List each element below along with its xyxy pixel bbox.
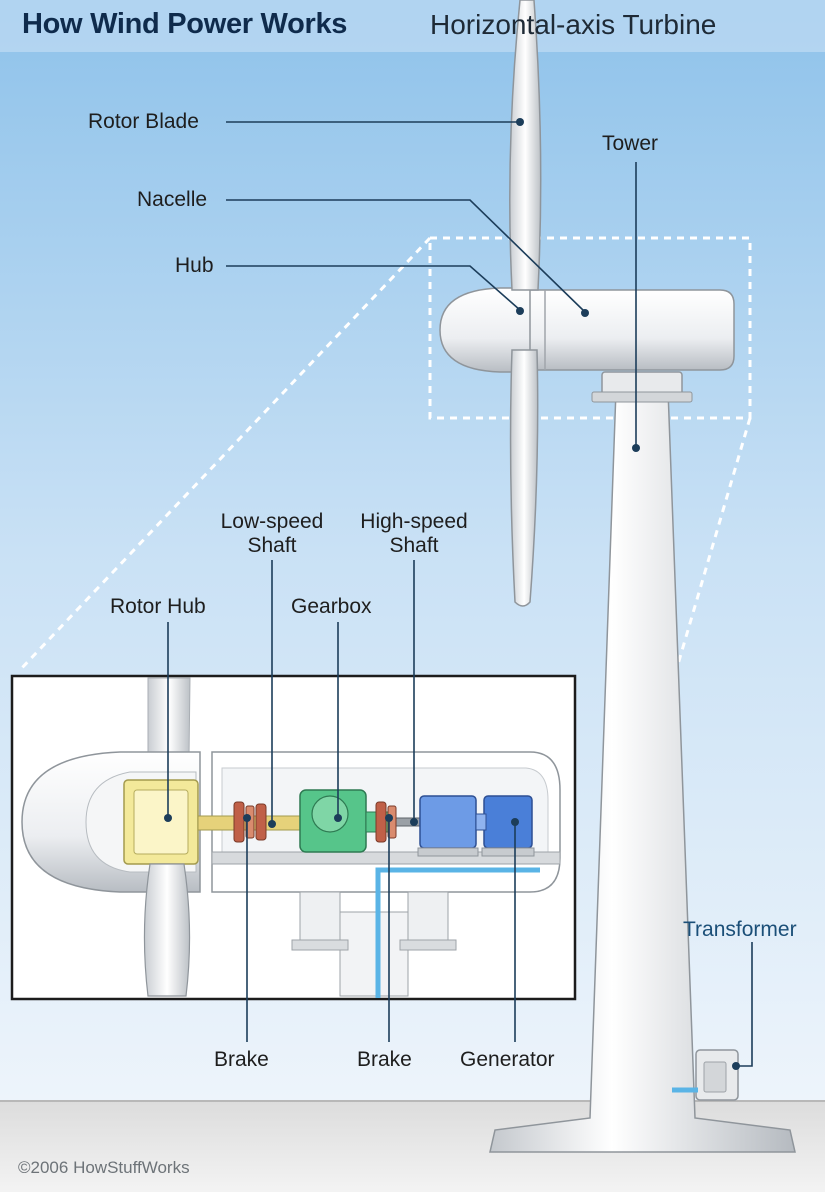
leader-dots-inset [164,814,519,828]
page-title: How Wind Power Works [22,8,348,40]
label-gearbox: Gearbox [291,595,372,618]
label-hub: Hub [175,254,214,277]
leader-dots-top [516,118,640,452]
label-low-speed-shaft: Low-speed Shaft [210,510,334,558]
nacelle-body [519,289,735,371]
label-generator: Generator [460,1048,555,1071]
label-low-speed-shaft-line2: Shaft [247,534,297,557]
label-rotor-hub: Rotor Hub [110,595,206,618]
zoom-callout [18,236,752,761]
leader-lines-inset [167,560,516,1042]
hub-nose [439,287,531,373]
nacelle-inset [10,674,577,1001]
transformer-unit [672,942,753,1101]
page-subtitle: Horizontal-axis Turbine [430,9,717,40]
label-rotor-blade: Rotor Blade [88,110,199,133]
label-transformer: Transformer [683,918,797,941]
label-tower: Tower [602,132,659,155]
label-brake-left: Brake [214,1048,269,1071]
label-high-speed-shaft: High-speed Shaft [350,510,478,558]
label-high-speed-shaft-line1: High-speed [360,510,468,533]
label-high-speed-shaft-line2: Shaft [389,534,439,557]
label-low-speed-shaft-line1: Low-speed [220,510,324,533]
title-band [0,0,825,52]
rotor-blades [509,0,542,607]
label-nacelle: Nacelle [137,188,208,211]
tower [489,371,796,1153]
label-brake-right: Brake [357,1048,412,1071]
copyright-notice: ©2006 HowStuffWorks [18,1158,190,1177]
leader-lines-top [226,121,637,448]
